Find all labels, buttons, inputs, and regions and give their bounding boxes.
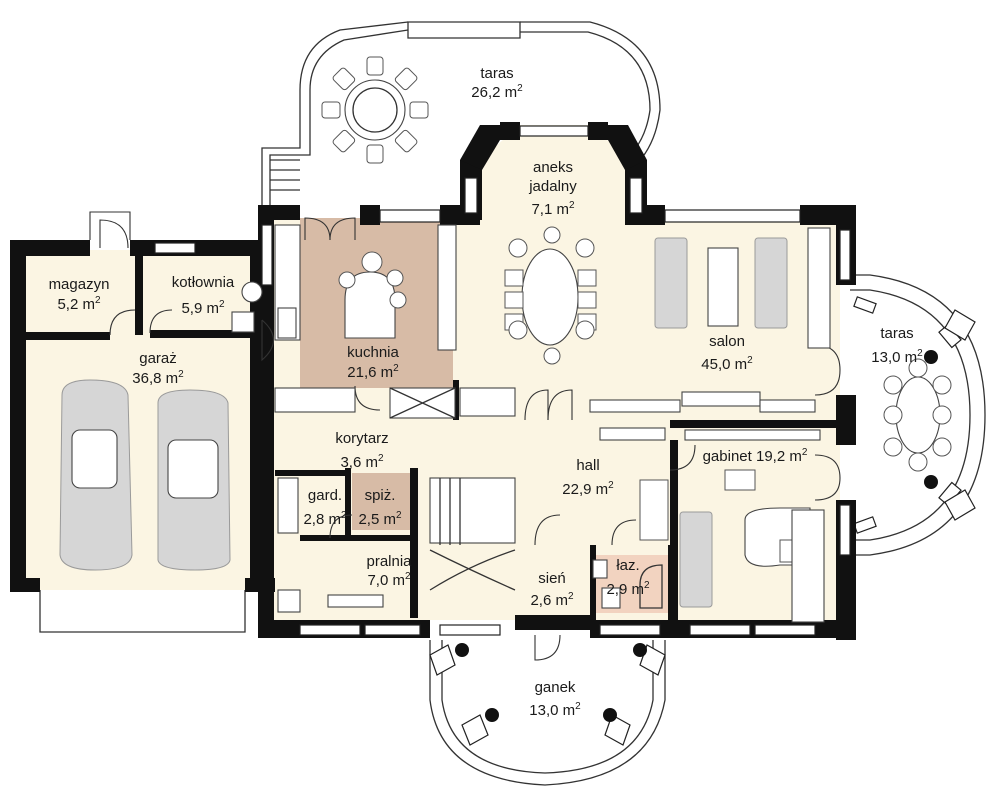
area-pralnia: 7,0 m2 (367, 571, 411, 589)
label-garaz: garaż (139, 350, 177, 367)
terrace-chair (366, 144, 384, 164)
label-pralnia: pralnia (366, 553, 412, 570)
label-kuchnia: kuchnia (347, 344, 399, 361)
label-spiz: spiż. (365, 487, 396, 504)
terrace-chair (366, 56, 384, 76)
area-hall: 22,9 m2 (562, 480, 614, 498)
furniture (59, 224, 831, 623)
area-aneks: 7,1 m2 (531, 200, 575, 218)
label-magazyn: magazyn (49, 276, 110, 293)
area-gard: 2,8 m2 (303, 510, 347, 528)
area-kuchnia: 21,6 m2 (347, 363, 399, 381)
area-kotlownia: 5,9 m2 (181, 299, 225, 317)
terrace-chair (321, 101, 341, 119)
doors (89, 211, 841, 661)
area-salon: 45,0 m2 (701, 355, 753, 373)
area-garaz: 36,8 m2 (132, 369, 184, 387)
label-gabinet: gabinet 19,2 m2 (703, 447, 808, 465)
terrace-chair (394, 67, 418, 91)
area-taras-right: 13,0 m2 (871, 348, 923, 366)
room-labels: taras 26,2 m2 aneks jadalny 7,1 m2 magaz… (49, 65, 924, 719)
area-magazyn: 5,2 m2 (57, 295, 101, 313)
label-ganek: ganek (535, 679, 576, 696)
label-taras-top: taras (480, 65, 513, 82)
terrace-chair (394, 129, 418, 153)
area-sien: 2,6 m2 (530, 591, 574, 609)
top-terrace (261, 21, 661, 210)
area-spiz: 2,5 m2 (358, 510, 402, 528)
terrace-chair (332, 67, 356, 91)
label-sien: sień (538, 570, 566, 587)
driveway (39, 588, 246, 633)
area-korytarz: 3,6 m2 (340, 453, 384, 471)
car-right (157, 389, 231, 571)
area-taras-top: 26,2 m2 (471, 83, 523, 101)
label-laz: łaz. (616, 557, 639, 574)
terrace-dining-set (321, 56, 429, 164)
label-aneks-2: jadalny (528, 178, 577, 195)
car-left (59, 379, 133, 571)
label-korytarz: korytarz (335, 430, 388, 447)
porch (429, 640, 666, 786)
terrace-chair (409, 101, 429, 119)
area-ganek: 13,0 m2 (529, 701, 581, 719)
label-kotlownia: kotłownia (172, 274, 235, 291)
area-laz: 2,9 m2 (606, 580, 650, 598)
label-taras-right: taras (880, 325, 913, 342)
label-salon: salon (709, 333, 745, 350)
label-gard: gard. (308, 487, 342, 504)
windows (154, 125, 851, 636)
terrace-chair (332, 129, 356, 153)
label-hall: hall (576, 457, 599, 474)
right-terrace (850, 274, 986, 556)
label-aneks: aneks (533, 159, 573, 176)
